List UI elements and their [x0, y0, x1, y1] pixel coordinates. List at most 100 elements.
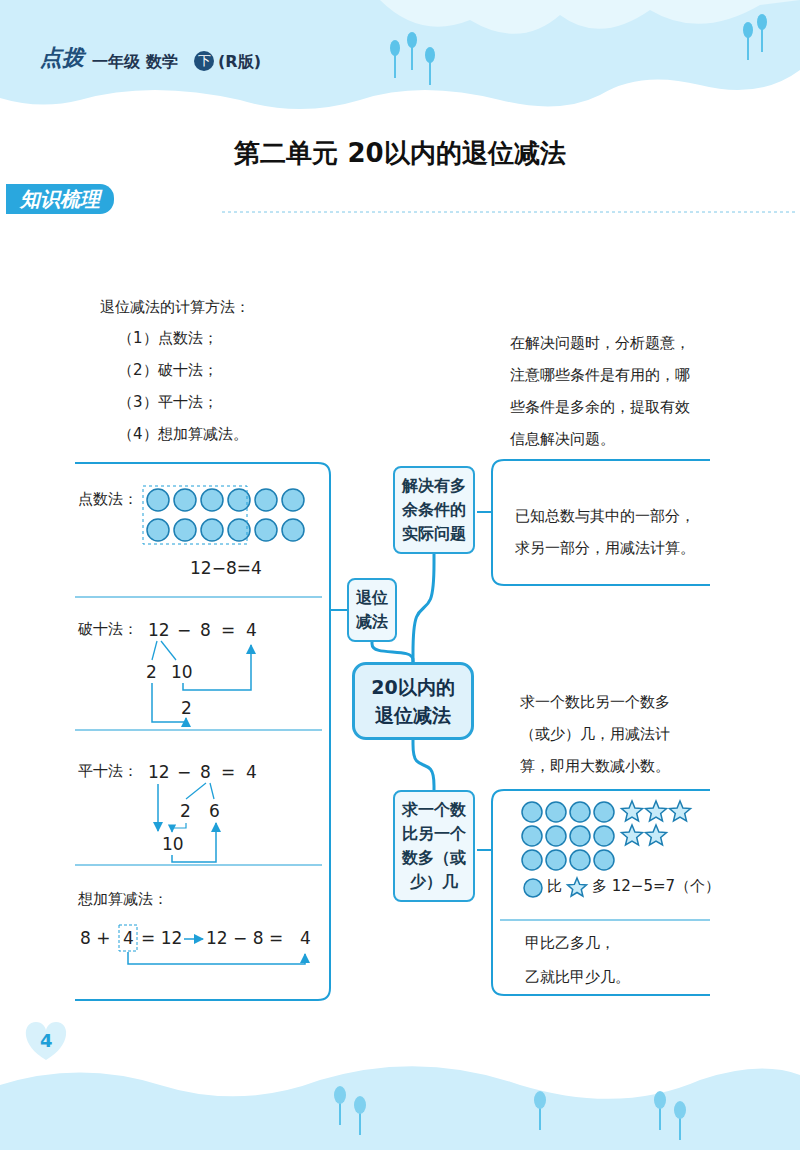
volume-badge: 下	[194, 51, 214, 71]
split-number: 6	[209, 800, 220, 822]
method-item: （4）想加算减法。	[118, 425, 248, 445]
equation-part: 8 +	[80, 927, 110, 949]
star-shape	[670, 801, 691, 821]
counter-circle	[524, 879, 542, 897]
equation-sign: =	[221, 619, 235, 641]
split-line	[161, 641, 176, 660]
tree-top	[354, 1096, 366, 1114]
branch-connector	[372, 642, 413, 662]
method-name: 破十法：	[78, 620, 138, 640]
equation-part: = 12	[141, 927, 182, 949]
counter-circle	[546, 826, 566, 846]
dashed-group	[143, 486, 247, 544]
branch-connector	[413, 740, 434, 790]
counter-circle	[546, 802, 566, 822]
page-title: 第二单元 20以内的退位减法	[0, 136, 800, 171]
bracket-link	[330, 609, 347, 611]
counter-circle	[282, 489, 304, 511]
tree-top	[407, 32, 417, 48]
equation-number: 12	[148, 619, 170, 641]
counter-circle	[570, 802, 590, 822]
counter-circle	[147, 519, 169, 541]
edition-tag: (R版)	[218, 52, 261, 73]
star-shape	[622, 801, 643, 821]
rule-note: 求一个数比另一个数多（或少）几，用减法计算，即用大数减小数。	[520, 686, 676, 782]
branch-box: 解决有多余条件的实际问题	[393, 466, 475, 554]
central-topic: 20以内的退位减法	[352, 662, 474, 740]
equation-sign: −	[177, 619, 191, 641]
equation-result: 4	[246, 619, 257, 641]
right-panel-bracket	[492, 460, 710, 585]
equation-sign: =	[221, 761, 235, 783]
counter-circle	[174, 489, 196, 511]
section-dashed-rule	[222, 212, 795, 213]
split-number: 2	[181, 697, 192, 719]
equation-number: 8	[200, 619, 211, 641]
panel-separator	[75, 729, 322, 730]
left-panel-bracket	[75, 463, 330, 1000]
method-name: 平十法：	[78, 762, 138, 782]
node-text: 20以内的退位减法	[367, 673, 459, 729]
panel-separator	[75, 596, 322, 597]
rule-note: 甲比乙多几，	[525, 934, 615, 954]
method-item: （2）破十法；	[118, 361, 218, 381]
split-number: 2	[180, 800, 191, 822]
split-line	[210, 783, 214, 799]
split-number: 10	[162, 833, 184, 855]
header-cloud	[380, 0, 800, 34]
equation-number: 8	[200, 761, 211, 783]
tree-top	[534, 1091, 546, 1109]
counter-circle	[147, 489, 169, 511]
method-name: 点数法：	[78, 490, 138, 510]
counter-circle	[522, 802, 542, 822]
comparison-equation: 多 12−5=7（个）	[592, 877, 720, 897]
rule-note: 已知总数与其中的一部分，求另一部分，用减法计算。	[515, 500, 701, 564]
split-line	[186, 783, 206, 799]
star-shape	[646, 825, 667, 845]
counter-circle	[570, 826, 590, 846]
counter-circle	[201, 519, 223, 541]
calc-arrow	[184, 938, 203, 940]
section-banner: 知识梳理	[6, 184, 114, 214]
header-band	[0, 0, 800, 109]
branch-connector	[413, 554, 434, 662]
footer-band	[0, 1066, 800, 1150]
counter-circle	[570, 850, 590, 870]
series-logo: 点拨	[40, 44, 84, 73]
bracket-link	[477, 511, 492, 513]
split-line	[152, 641, 157, 660]
counter-circle	[174, 519, 196, 541]
branch-box: 求一个数比另一个数多（或少）几	[393, 790, 475, 902]
counter-circle	[282, 519, 304, 541]
method-heading: 退位减法的计算方法：	[100, 298, 250, 318]
counter-circle	[594, 850, 614, 870]
star-shape	[568, 878, 587, 896]
counter-circle	[546, 850, 566, 870]
node-text: 求一个数比另一个数多（或少）几	[401, 798, 467, 894]
equation-number: 12	[148, 761, 170, 783]
calc-arrow	[172, 823, 186, 832]
branch-box: 退位减法	[347, 578, 397, 642]
tree-top	[757, 14, 767, 30]
tree-top	[743, 22, 753, 38]
equation-sign: −	[177, 761, 191, 783]
tree-top	[334, 1086, 346, 1104]
counter-circle	[594, 802, 614, 822]
star-shape	[646, 801, 667, 821]
method-name: 想加算减法：	[78, 890, 168, 910]
tip-note: 在解决问题时，分析题意，注意哪些条件是有用的，哪些条件是多余的，提取有效信息解决…	[510, 327, 696, 455]
tree-top	[654, 1091, 666, 1109]
equation: 12−8=4	[190, 557, 262, 579]
equation-part: 12 − 8 =	[206, 927, 283, 949]
split-number: 2	[146, 661, 157, 683]
grade-subject: 一年级 数学	[92, 52, 178, 73]
method-item: （3）平十法；	[118, 393, 218, 413]
split-number: 10	[171, 661, 193, 683]
bracket-link	[477, 849, 492, 851]
calc-arrow	[157, 784, 159, 831]
node-text: 退位减法	[355, 586, 389, 634]
dashed-box	[119, 925, 137, 951]
equation-part: 4	[123, 927, 134, 949]
